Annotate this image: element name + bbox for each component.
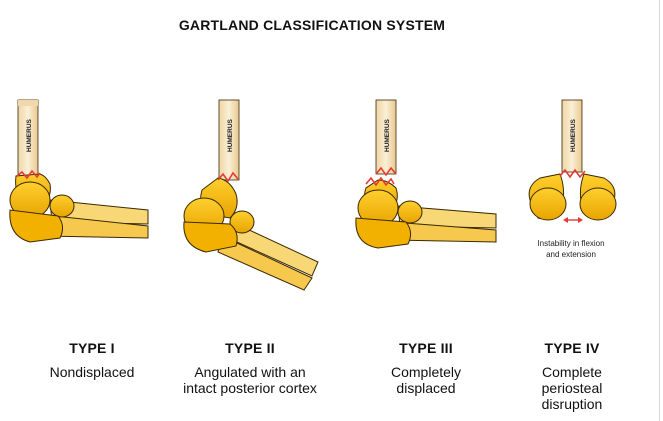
diagram-title: GARTLAND CLASSIFICATION SYSTEM: [178, 17, 446, 33]
type4-note-text: Instability in flexion and extension: [537, 239, 605, 259]
type4-instability-note: Instability in flexion and extension: [515, 238, 627, 260]
type3-description: Completely displaced: [390, 364, 462, 396]
type4-label: TYPE IV: [544, 340, 600, 356]
type2-label: TYPE II: [225, 340, 275, 356]
type1-humerus-label: HUMERUS: [26, 118, 33, 152]
type1-label: TYPE I: [69, 340, 115, 356]
type1-description: Nondisplaced: [49, 364, 135, 380]
type4-illustration: HUMERUS: [528, 99, 617, 223]
type3-label: TYPE III: [399, 340, 453, 356]
type2-illustration: HUMERUS: [183, 99, 319, 291]
type2-panel: TYPE II Angulated with an intact posteri…: [165, 340, 335, 396]
type3-illustration: HUMERUS: [355, 99, 497, 249]
type2-description: Angulated with an intact posterior corte…: [183, 364, 317, 396]
type4-description: Complete periosteal disruption: [541, 364, 603, 412]
type3-humerus-label: HUMERUS: [384, 118, 391, 152]
type2-humerus-label: HUMERUS: [227, 118, 234, 152]
type1-panel: TYPE I Nondisplaced: [7, 340, 177, 380]
type3-panel: TYPE III Completely displaced: [341, 340, 511, 396]
type4-panel: TYPE IV Complete periosteal disruption: [487, 340, 657, 412]
instability-arrow-icon: [563, 217, 583, 223]
frame-border: [659, 0, 660, 421]
type4-humerus-label: HUMERUS: [570, 118, 577, 152]
type1-illustration: HUMERUS: [9, 99, 149, 243]
